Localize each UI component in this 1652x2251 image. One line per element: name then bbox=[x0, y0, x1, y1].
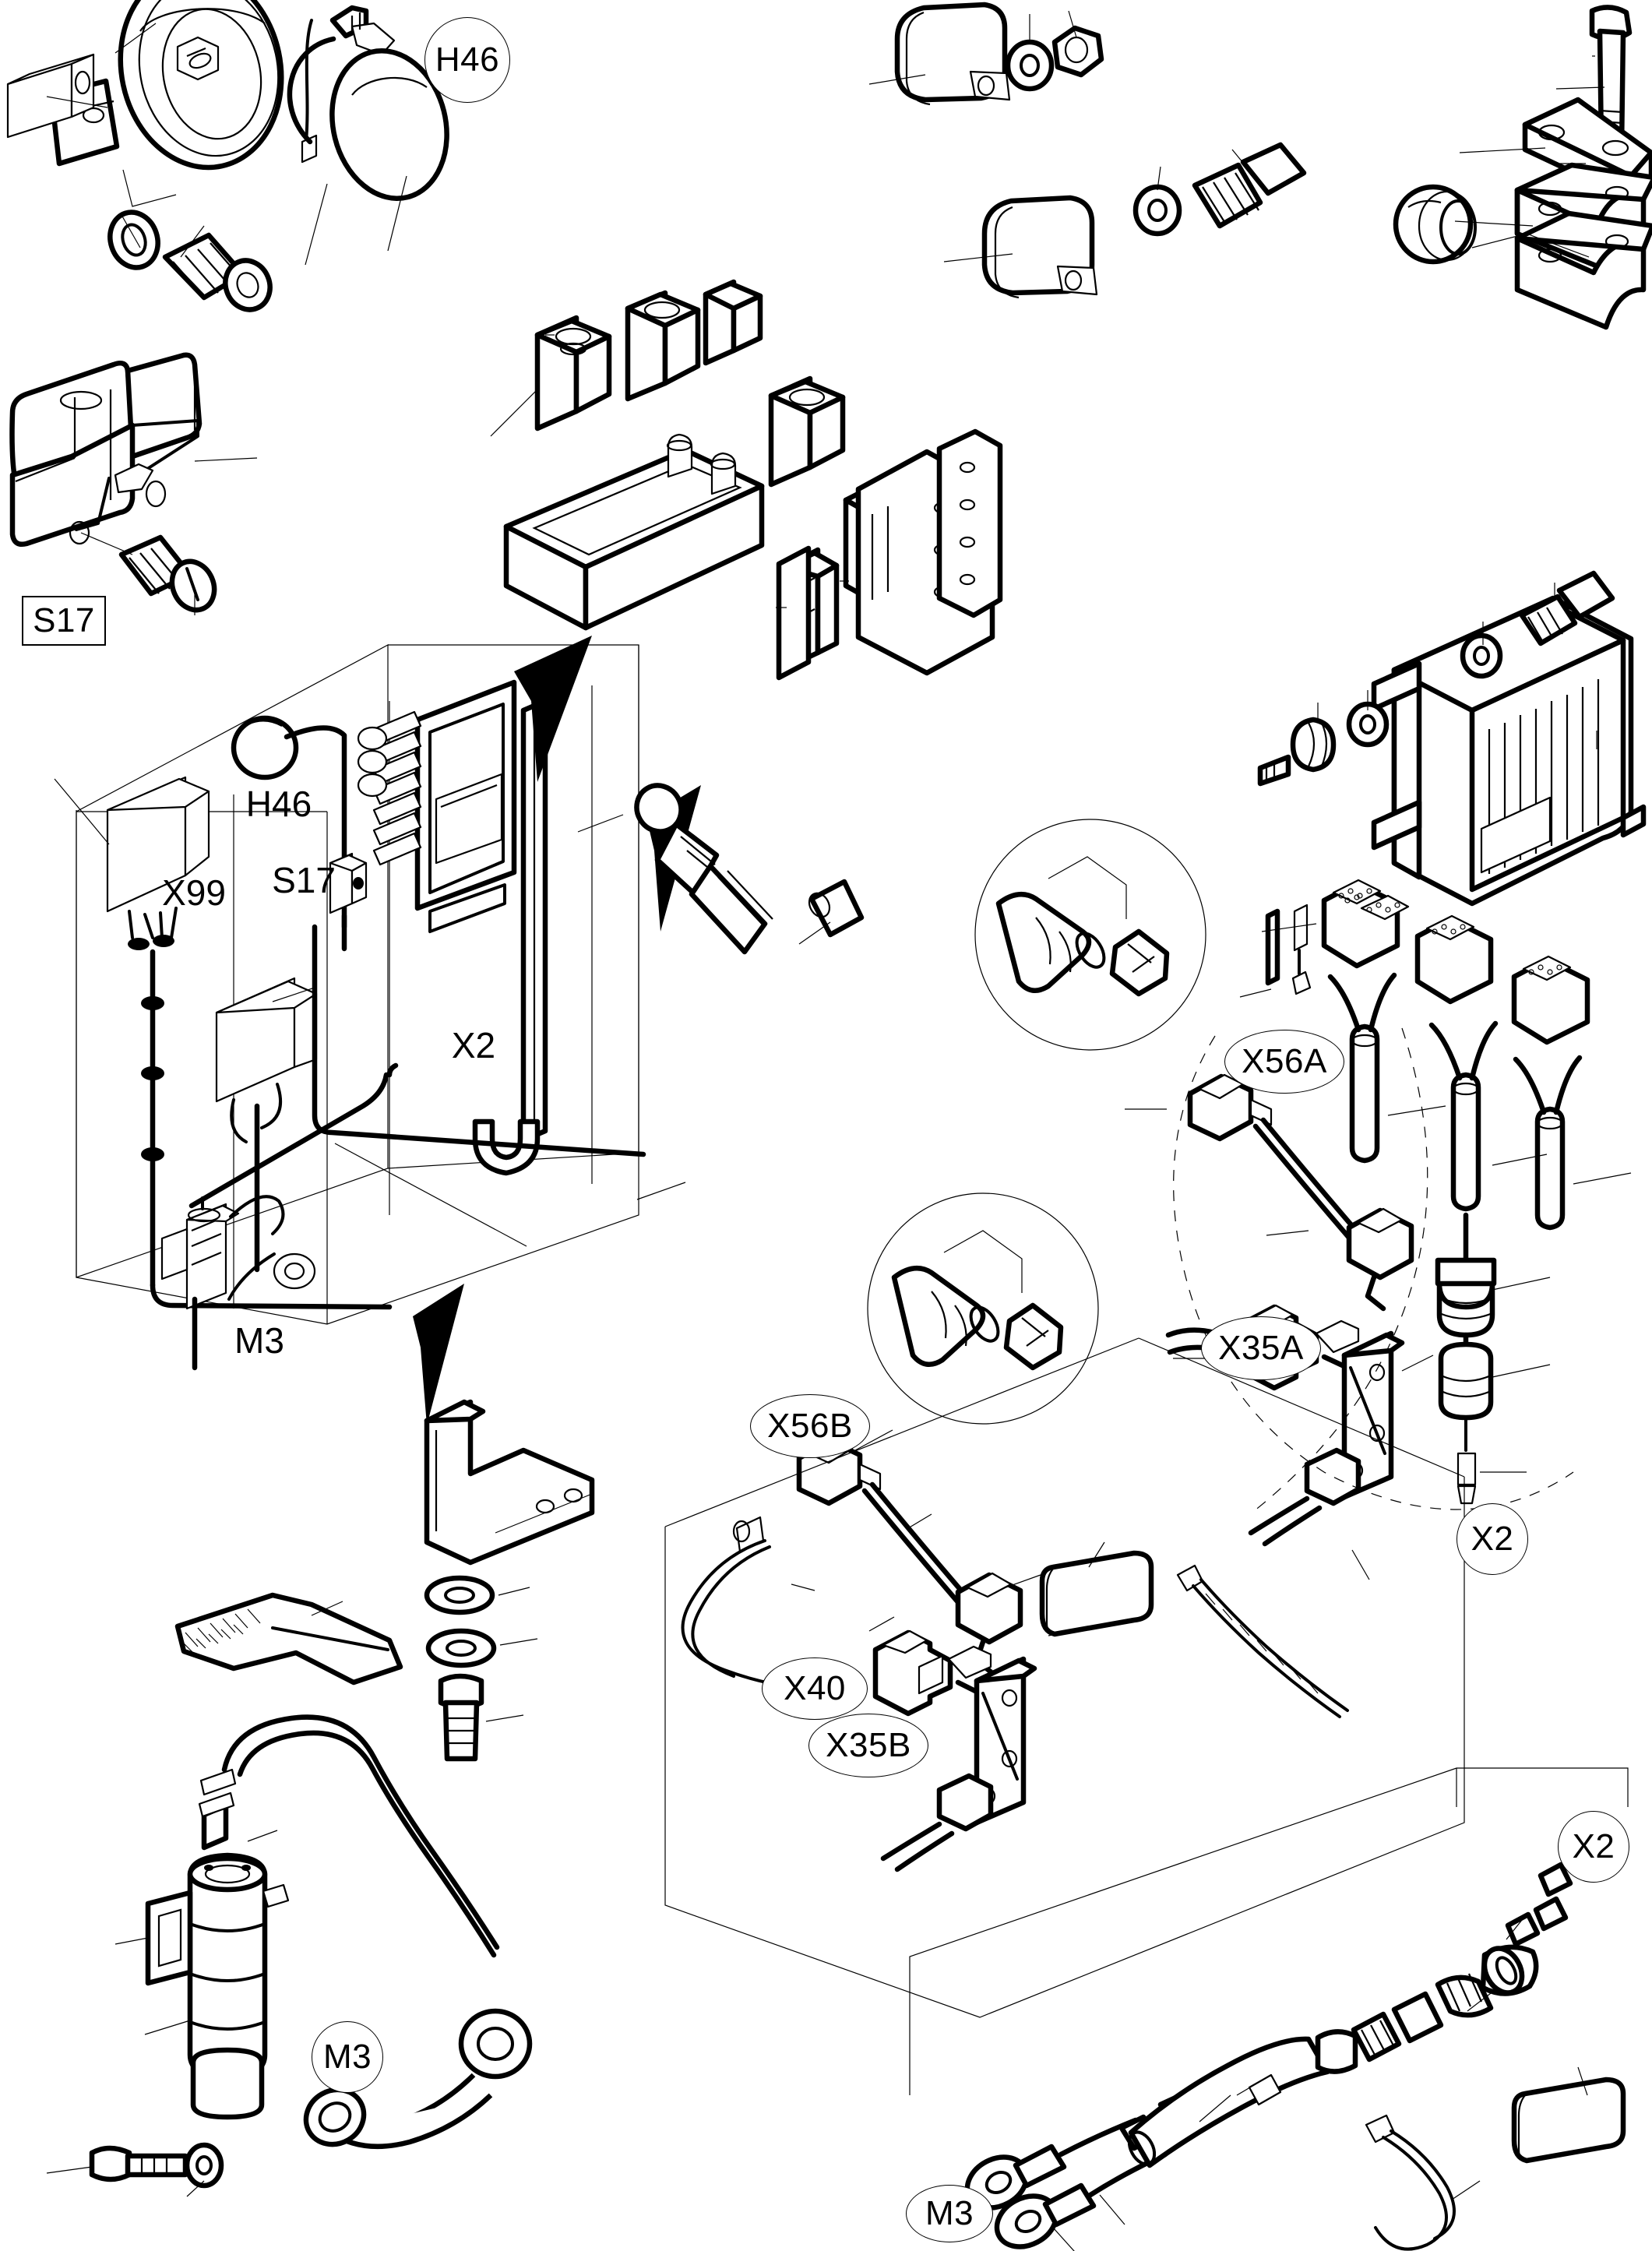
bottom-right-frame bbox=[909, 1767, 1629, 2095]
callout-x56b: X56B bbox=[750, 1394, 870, 1458]
callout-m3-pump: M3 bbox=[312, 2021, 383, 2093]
leader-lines-pump bbox=[46, 1830, 278, 2197]
leader-lines-top-center bbox=[868, 10, 1247, 262]
callout-x2-cabinet: X2 bbox=[451, 1025, 496, 1066]
detail-circle-upper bbox=[974, 819, 1206, 1051]
horn-cover-rings bbox=[287, 36, 449, 202]
callout-x2-right: X2 bbox=[1457, 1503, 1528, 1575]
hex-nut bbox=[1051, 25, 1104, 78]
dashed-routing-right bbox=[1173, 1027, 1574, 1512]
callout-h46-top: H46 bbox=[424, 17, 510, 103]
label-sticker-2 bbox=[1511, 2077, 1626, 2164]
connector-x35b bbox=[872, 1629, 983, 1717]
heat-exchanger-fasteners bbox=[1257, 570, 1615, 787]
cable-harness-x2 bbox=[188, 924, 646, 1247]
terminal-pins bbox=[1265, 904, 1312, 995]
pump-hose bbox=[221, 1714, 533, 2150]
callout-s17-panel: S17 bbox=[272, 860, 336, 900]
leader-lines-heat-exchanger bbox=[1317, 583, 1597, 749]
cable-tie-2 bbox=[1365, 2114, 1456, 2251]
shielded-cables bbox=[1327, 972, 1583, 1231]
detail-circle-lower bbox=[867, 1192, 1099, 1425]
relay-cover-s17 bbox=[9, 352, 203, 547]
leader-lines-lower-center bbox=[791, 1429, 1370, 1636]
control-box-2 bbox=[215, 977, 318, 1273]
leader-lines-center-top bbox=[490, 334, 849, 608]
leader-lines-top-left bbox=[46, 23, 407, 266]
fuel-pump-m3-cabinet bbox=[160, 1195, 316, 1371]
pump-fasteners bbox=[89, 2142, 224, 2189]
slotted-screw-s17 bbox=[118, 534, 217, 613]
horn-connector-lead bbox=[301, 5, 396, 164]
control-box-x99 bbox=[106, 776, 393, 1310]
clamp-block-lower bbox=[1514, 210, 1652, 330]
bracket-plate-a bbox=[1248, 1319, 1405, 1547]
heat-exchanger bbox=[1371, 595, 1647, 907]
buzzer-h46-cabinet bbox=[231, 715, 347, 930]
fuse-panel-cabinet bbox=[357, 679, 548, 1176]
flat-washer-top bbox=[1005, 39, 1055, 92]
coupler-assembly bbox=[1248, 1862, 1573, 2106]
ring-terminal-lead bbox=[964, 2036, 1330, 2249]
bracket-plate-b bbox=[880, 1645, 1037, 1872]
callout-x56a: X56A bbox=[1224, 1030, 1344, 1094]
long-bolt-center bbox=[634, 783, 773, 955]
mounting-bracket bbox=[424, 1399, 595, 1566]
rubber-grommet bbox=[1393, 184, 1477, 265]
label-sticker bbox=[1039, 1550, 1154, 1637]
leader-lines-bottom-right bbox=[1052, 1915, 1588, 2251]
horn-assembly bbox=[48, 0, 284, 171]
callout-x35a: X35A bbox=[1201, 1316, 1321, 1380]
hex-bolt-top bbox=[1132, 142, 1307, 237]
leader-lines-top-right bbox=[1454, 55, 1605, 258]
leader-lines-lower-left bbox=[311, 1493, 593, 1722]
connector-blocks bbox=[1321, 879, 1590, 1045]
leader-lines-center bbox=[54, 778, 831, 1200]
callout-x99-panel: X99 bbox=[162, 872, 226, 913]
callout-x35b: X35B bbox=[808, 1714, 928, 1777]
callout-s17-box: S17 bbox=[22, 596, 106, 646]
cable-clamp-lower bbox=[981, 195, 1098, 299]
callout-x2-bottom: X2 bbox=[1558, 1811, 1629, 1883]
hex-bolt-lower bbox=[438, 1673, 484, 1762]
horn-fasteners bbox=[107, 210, 273, 312]
rubber-strap bbox=[174, 1592, 403, 1686]
callout-h46-panel: H46 bbox=[245, 784, 312, 824]
connector-x56a bbox=[1187, 1073, 1414, 1312]
fuse-box-tray bbox=[503, 433, 765, 631]
flat-washer-lower bbox=[424, 1575, 495, 1615]
horn-box-terminal bbox=[6, 53, 95, 139]
pump-m3 bbox=[145, 1768, 290, 2120]
bracket-strip bbox=[776, 428, 1003, 681]
leader-lines-right-connectors bbox=[1125, 923, 1632, 1473]
callout-x40: X40 bbox=[762, 1657, 868, 1720]
callout-m3-bottom: M3 bbox=[906, 2185, 993, 2242]
leader-lines-s17 bbox=[80, 457, 258, 615]
switch-s17-cabinet bbox=[329, 852, 368, 952]
cable-tie bbox=[1176, 1564, 1349, 1718]
cabinet-frame bbox=[76, 643, 639, 1325]
coil-spring-boot bbox=[1435, 1212, 1497, 1505]
callout-m3-cabinet: M3 bbox=[234, 1320, 284, 1361]
cable-clamp-upper bbox=[894, 2, 1011, 106]
spacer-sleeve bbox=[808, 879, 865, 938]
lower-frame-outline bbox=[664, 1337, 1465, 2018]
relay-blocks bbox=[534, 279, 846, 488]
spring-washer-lower bbox=[425, 1628, 497, 1668]
